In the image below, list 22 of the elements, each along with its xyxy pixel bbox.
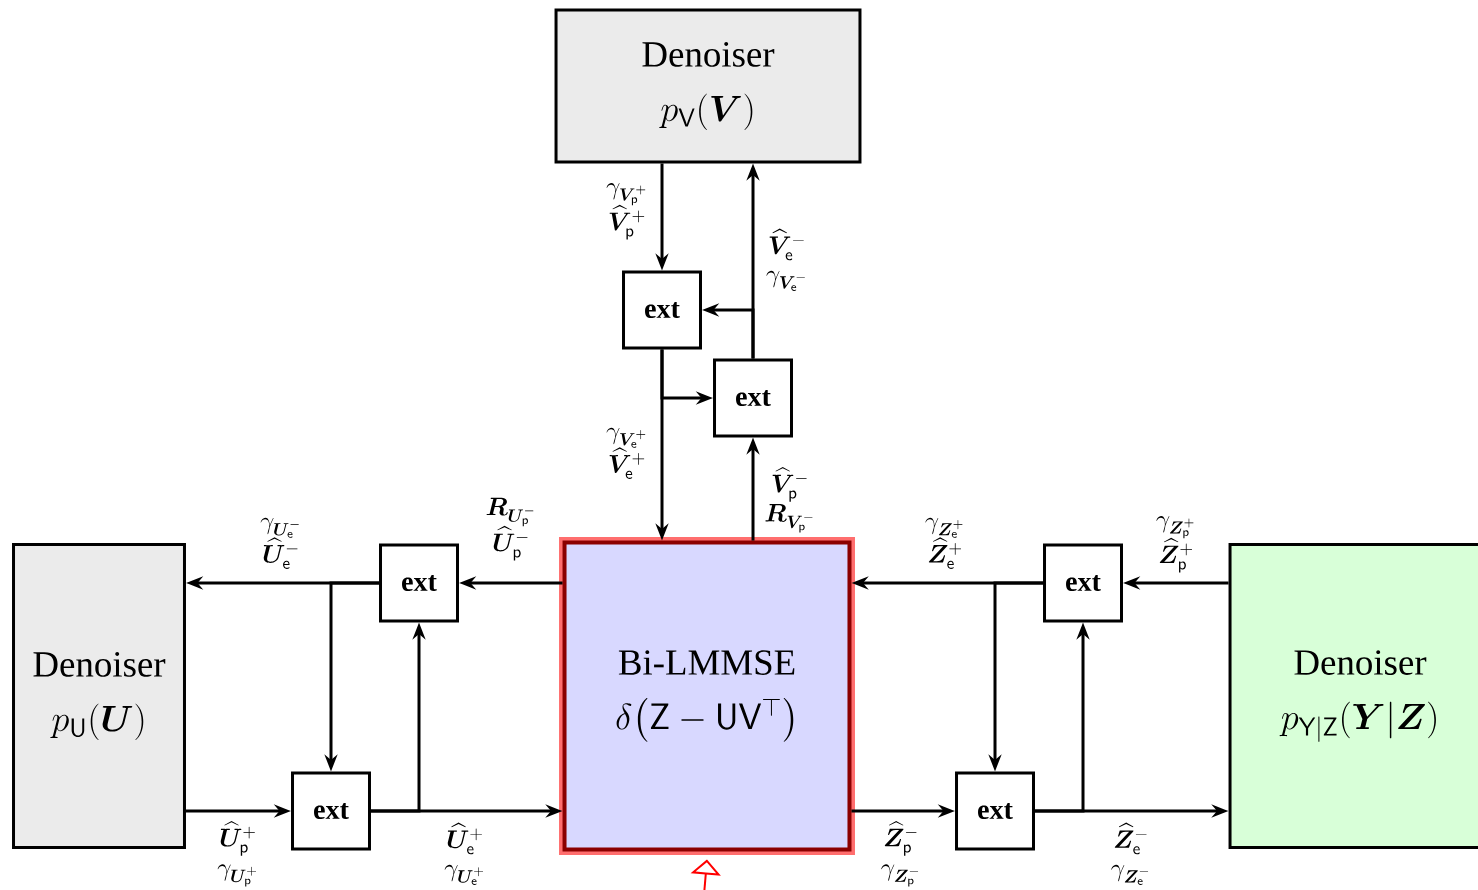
edge-label: $\begin{array}{c}\widehat{\boldsymbol{Z}}_{\mathsf{e}}^{-}\\ \gamma_{\boldsymbol{Z}_{\mathsf{e}}^{-}}\end{array}$ — [1111, 822, 1149, 885]
denoiser-box: Denoiser $p_{\mathsf{U}}(\boldsymbol{U})$ — [12, 543, 186, 849]
edge-label: $\begin{array}{c}\gamma_{\boldsymbol{V}_{\mathsf{p}}^{+}}\\ \widehat{\boldsymbol{V}}_{\mathsf{p}}^{+}\end{array}$ — [606, 182, 646, 240]
ext-box: ext — [622, 270, 702, 350]
edge-label: $\begin{array}{c}\gamma_{\boldsymbol{U}_{\mathsf{e}}^{-}}\\ \widehat{\boldsymbol{U}}_{\mathsf{e}}^{-}\end{array}$ — [260, 517, 299, 569]
edge-label: $\begin{array}{c}\boldsymbol{R}_{\boldsymbol{U}_{\mathsf{p}}^{-}}\\ \widehat{\boldsymbol{U}}_{\mathsf{p}}^{-}\end{array}$ — [486, 497, 534, 561]
edge-label: $\begin{array}{c}\widehat{\boldsymbol{V}}_{\mathsf{e}}^{-}\\ \gamma_{\boldsymbol{V}_{\mathsf{e}}^{-}}\end{array}$ — [766, 228, 805, 291]
ext-box: ext — [955, 771, 1035, 851]
edge-label: $\begin{array}{c}\widehat{\boldsymbol{U}}_{\mathsf{p}}^{+}\\ \gamma_{\boldsymbol{U}_{\mathsf{p}}^{+}}\end{array}$ — [217, 820, 257, 887]
edge-label: $\begin{array}{c}\widehat{\boldsymbol{U}}_{\mathsf{e}}^{+}\\ \gamma_{\boldsymbol{U}_{\mathsf{e}}^{+}}\end{array}$ — [444, 822, 484, 885]
denoiser-box: Denoiser $p_{\mathsf{Y}|\mathsf{Z}}(\boldsymbol{Y}|\boldsymbol{Z})$ — [1228, 543, 1478, 849]
denoiser-box: Denoiser $p_{\mathsf{V}}(\boldsymbol{V})$ — [554, 8, 862, 164]
edge-label: $\begin{array}{c}\gamma_{\boldsymbol{V}_{\mathsf{e}}^{+}}\\ \widehat{\boldsymbol{V}}_{\mathsf{e}}^{+}\end{array}$ — [606, 427, 646, 479]
edge-label: $\begin{array}{c}\widehat{\boldsymbol{V}}_{\mathsf{p}}^{-}\\ \boldsymbol{R}_{\boldsymbol{V}_{\mathsf{p}}^{-}}\end{array}$ — [765, 466, 813, 533]
ext-box: ext — [291, 771, 371, 851]
edge-label: $\begin{array}{c}\gamma_{\boldsymbol{Z}_{\mathsf{e}}^{+}}\\ \widehat{\boldsymbol{Z}}_{\mathsf{e}}^{+}\end{array}$ — [925, 517, 963, 569]
edge-label: $\begin{array}{c}\widehat{\boldsymbol{Z}}_{\mathsf{p}}^{-}\\ \gamma_{\boldsymbol{Z}_{\mathsf{p}}^{-}}\end{array}$ — [881, 820, 919, 887]
ext-box: ext — [379, 543, 459, 623]
lmmse-box: Bi-LMMSE $\delta\big(\mathsf{Z}-\mathsf{U}\mathsf{V}^{\top}\big)$ — [559, 537, 855, 855]
ext-box: ext — [1043, 543, 1123, 623]
edge-label: $\begin{array}{c}\gamma_{\boldsymbol{Z}_{\mathsf{p}}^{+}}\\ \widehat{\boldsymbol{Z}}_{\mathsf{p}}^{+}\end{array}$ — [1156, 515, 1194, 573]
ext-box: ext — [713, 358, 793, 438]
